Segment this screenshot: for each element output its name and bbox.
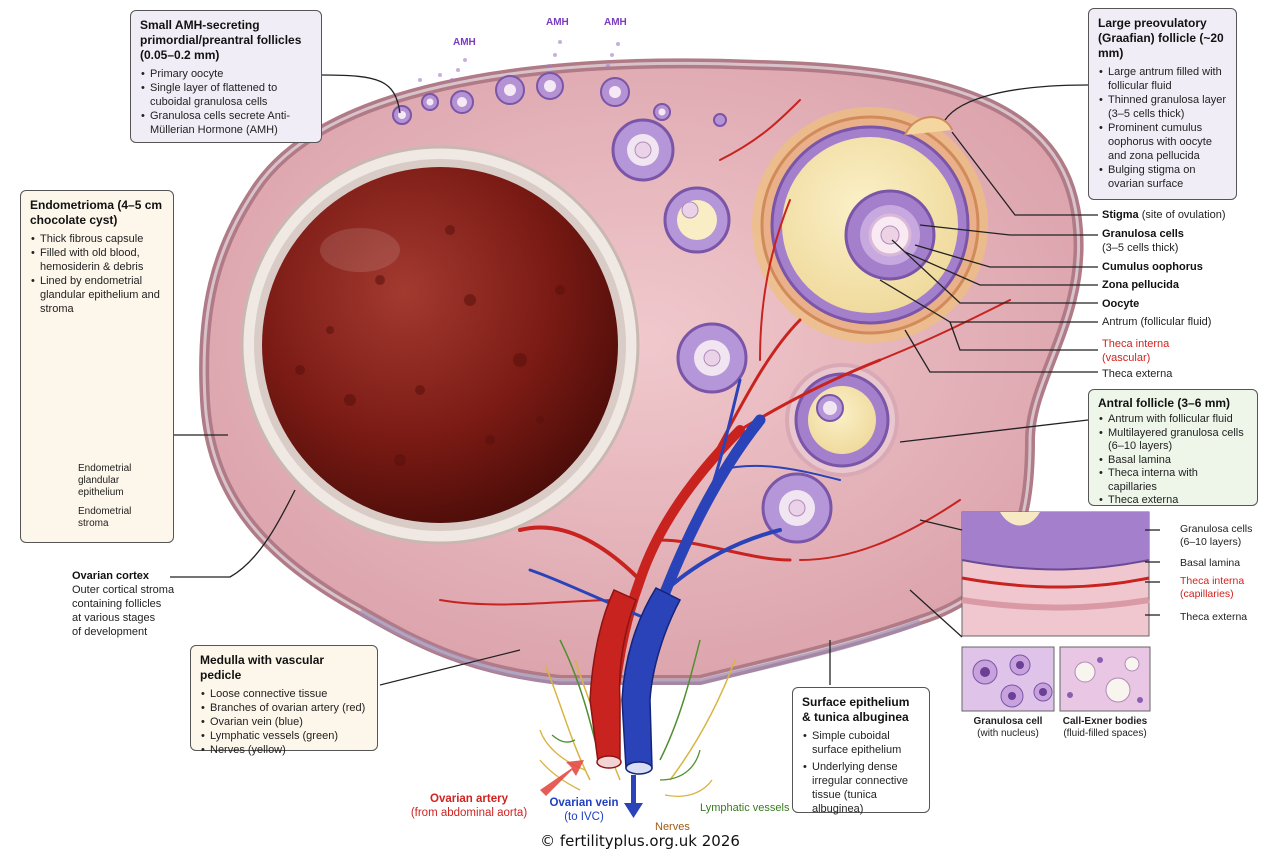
graafian-item: Thinned granulosa layer (3–5 cells thick… (1099, 93, 1227, 121)
graafian-follicle-box: Large preovulatory (Graafian) follicle (… (1088, 8, 1237, 200)
amh-label: AMH (546, 17, 569, 28)
nerves-label: Nerves (655, 821, 690, 833)
antral-follicle-box: Antral follicle (3–6 mm) Antrum with fol… (1088, 389, 1258, 508)
surface-epithelium-box: Surface epithelium & tunica albuginea Si… (792, 687, 930, 816)
graafian-follicle (752, 107, 988, 343)
vein-arrow (624, 775, 643, 818)
antral-item: Multilayered granulosa cells (6–10 layer… (1099, 427, 1248, 454)
label-theca-externa: Theca externa (1102, 368, 1173, 380)
antral-item: Theca externa (1099, 494, 1248, 508)
graafian-item: Large antrum filled with follicular flui… (1099, 65, 1227, 93)
endometrioma-box: Endometrioma (4–5 cm chocolate cyst) Thi… (20, 190, 174, 543)
inset-label-basal: Basal lamina (1180, 557, 1241, 569)
ovarian-vein-trunk (621, 587, 682, 769)
small-follicles-box: Small AMH-secreting primordial/preantral… (130, 10, 322, 143)
stigma (904, 116, 953, 136)
lymphatic-and-nerve-branches (544, 639, 736, 781)
cyst-texture (295, 225, 565, 466)
granulosa-cell-caption: Granulosa cell(with nucleus) (973, 716, 1043, 739)
antral-follicle-inset (961, 511, 1150, 637)
endometrioma-title: Endometrioma (4–5 cm chocolate cyst) (30, 198, 163, 227)
surface-item: Underlying dense irregular connective ti… (803, 760, 920, 816)
medulla-item: Branches of ovarian artery (red) (201, 701, 368, 715)
ovarian-cortex-label: Ovarian cortex Outer cortical stroma con… (72, 570, 175, 638)
ovarian-artery-label: Ovarian artery(from abdominal aorta) (410, 793, 528, 819)
small-follicles-item: Granulosa cells secrete Anti-Müllerian H… (141, 109, 312, 137)
inset-label-glandular: Endometrial glandular epithelium (78, 463, 132, 498)
call-exner-inset (1059, 646, 1151, 712)
granulosa-cell-inset (961, 646, 1055, 712)
label-zona: Zona pellucida (1102, 279, 1180, 291)
label-cumulus: Cumulus oophorus (1102, 261, 1203, 273)
lymphatic-label: Lymphatic vessels (700, 802, 790, 814)
antral-item: Basal lamina (1099, 454, 1248, 468)
medulla-item: Ovarian vein (blue) (201, 715, 368, 729)
artery-arrow (540, 760, 584, 796)
small-follicles-item: Primary oocyte (141, 67, 312, 81)
medulla-box: Medulla with vascular pedicle Loose conn… (190, 645, 378, 757)
antral-follicle (785, 363, 899, 477)
graafian-title: Large preovulatory (Graafian) follicle (… (1098, 16, 1224, 60)
copyright: © fertilityplus.org.uk 2026 (540, 832, 740, 850)
inset-label-stroma: Endometrial stroma (78, 506, 132, 529)
leader-lines (165, 74, 1160, 686)
surface-item: Simple cuboidal surface epithelium (803, 729, 920, 757)
endometrioma-item: Thick fibrous capsule (31, 232, 164, 246)
medulla-title: Medulla with vascular pedicle (200, 653, 325, 682)
antral-item: Theca interna with capillaries (1099, 467, 1248, 494)
small-follicles-item: Single layer of flattened to cuboidal gr… (141, 81, 312, 109)
amh-label: AMH (453, 37, 476, 48)
tunica-bottom (358, 609, 922, 685)
medulla-item: Loose connective tissue (201, 687, 368, 701)
antral-item: Antrum with follicular fluid (1099, 413, 1248, 427)
inset-label-theca-interna: Theca interna(capillaries) (1180, 575, 1245, 600)
ovarian-artery-trunk (589, 589, 637, 763)
label-antrum: Antrum (follicular fluid) (1102, 316, 1212, 328)
endometrioma-item: Lined by endometrial glandular epitheliu… (31, 274, 164, 316)
inset-label-granulosa: Granulosa cells(6–10 layers) (1180, 523, 1253, 548)
antral-title: Antral follicle (3–6 mm) (1098, 396, 1231, 410)
pedicle-fibers (539, 729, 713, 797)
secondary-follicles (611, 118, 833, 544)
label-granulosa: Granulosa cells(3–5 cells thick) (1102, 228, 1184, 254)
medulla-item: Lymphatic vessels (green) (201, 729, 368, 743)
amh-label: AMH (604, 17, 627, 28)
cyst-highlight (320, 228, 400, 272)
endometrioma-item: Filled with old blood, hemosiderin & deb… (31, 246, 164, 274)
surface-title: Surface epithelium & tunica albuginea (802, 695, 910, 724)
label-oocyte: Oocyte (1102, 298, 1140, 310)
inset-label-theca-externa: Theca externa (1180, 611, 1248, 623)
graafian-item: Bulging stigma on ovarian surface (1099, 163, 1227, 191)
label-stigma: Stigma (site of ovulation) (1102, 209, 1226, 221)
call-exner-caption: Call-Exner bodies(fluid-filled spaces) (1062, 716, 1148, 739)
small-follicles-title: Small AMH-secreting primordial/preantral… (140, 18, 302, 62)
endometrioma-cyst (262, 167, 618, 523)
small-follicles (392, 40, 727, 127)
medulla-item: Nerves (yellow) (201, 743, 368, 757)
graafian-item: Prominent cumulus oophorus with oocyte a… (1099, 121, 1227, 163)
ovarian-vein-label: Ovarian vein(to IVC) (549, 797, 619, 823)
label-theca-interna: Theca interna(vascular) (1102, 338, 1170, 364)
